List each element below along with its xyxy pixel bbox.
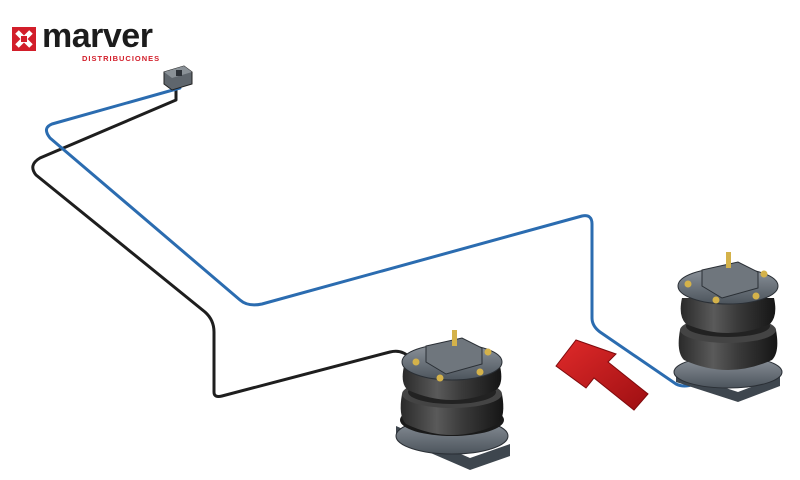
- left-air-line: [31, 80, 412, 398]
- brand-logo: marver DISTRIBUCIONES: [12, 17, 182, 64]
- brand-name: marver: [42, 17, 153, 55]
- left-air-spring: [395, 330, 510, 470]
- right-air-spring: [673, 252, 783, 402]
- right-air-line: [45, 78, 696, 388]
- brand-tagline: DISTRIBUCIONES: [82, 54, 161, 63]
- marver-logo-icon: [12, 27, 36, 51]
- direction-arrow: [555, 339, 649, 411]
- inflation-valve: [163, 65, 193, 91]
